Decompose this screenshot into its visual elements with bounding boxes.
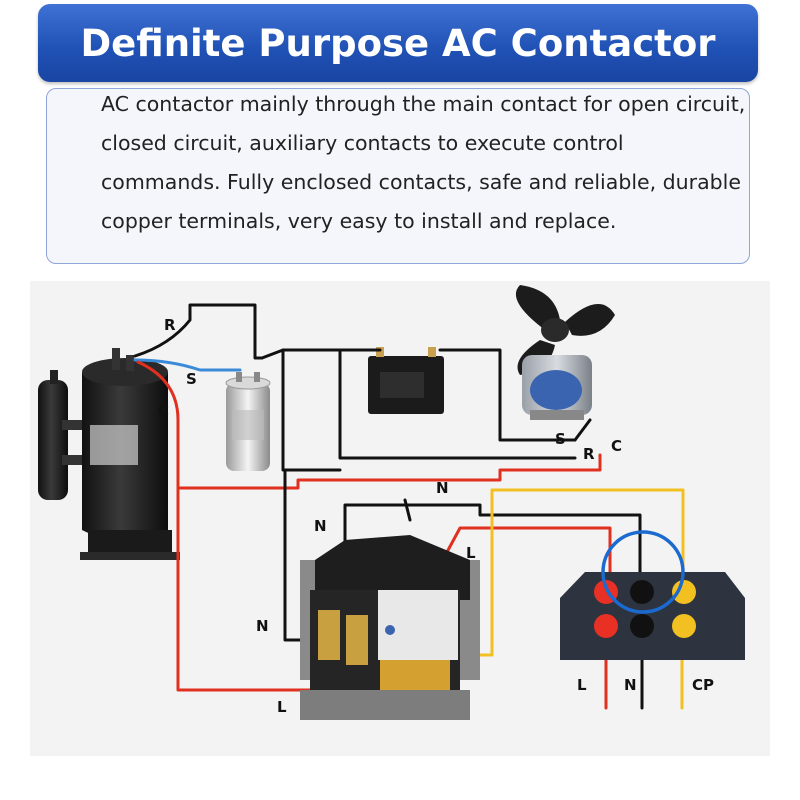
contactor-n-top-label: N: [436, 479, 449, 497]
title-banner: Definite Purpose AC Contactor: [38, 4, 758, 82]
terminal-cp-label: CP: [692, 676, 714, 694]
terminal-l-label: L: [577, 676, 587, 694]
page-title: Definite Purpose AC Contactor: [80, 21, 716, 65]
ac-contactor: [300, 535, 480, 720]
compressor-r-label: R: [164, 316, 176, 334]
contactor-n-left-label: N: [314, 517, 327, 535]
fan-c-label: C: [611, 437, 622, 455]
description-text: AC contactor mainly through the main con…: [101, 92, 746, 233]
description-box: AC contactor mainly through the main con…: [46, 88, 750, 264]
contactor-l-bottom-label: L: [277, 698, 287, 716]
terminal-n-label: N: [624, 676, 637, 694]
contactor-n-side-label: N: [256, 617, 269, 635]
compressor-s-label: S: [186, 370, 197, 388]
fan-s-label: S: [555, 430, 566, 448]
run-capacitor: [225, 372, 271, 471]
compressor-c-label: C: [158, 402, 169, 420]
fan-capacitor: [368, 347, 444, 414]
wires: [133, 303, 685, 710]
fan-r-label: R: [583, 445, 595, 463]
fan-motor: [515, 285, 615, 420]
compressor: [38, 348, 180, 560]
contactor-l-right-label: L: [466, 544, 476, 562]
terminal-block: [560, 530, 745, 660]
